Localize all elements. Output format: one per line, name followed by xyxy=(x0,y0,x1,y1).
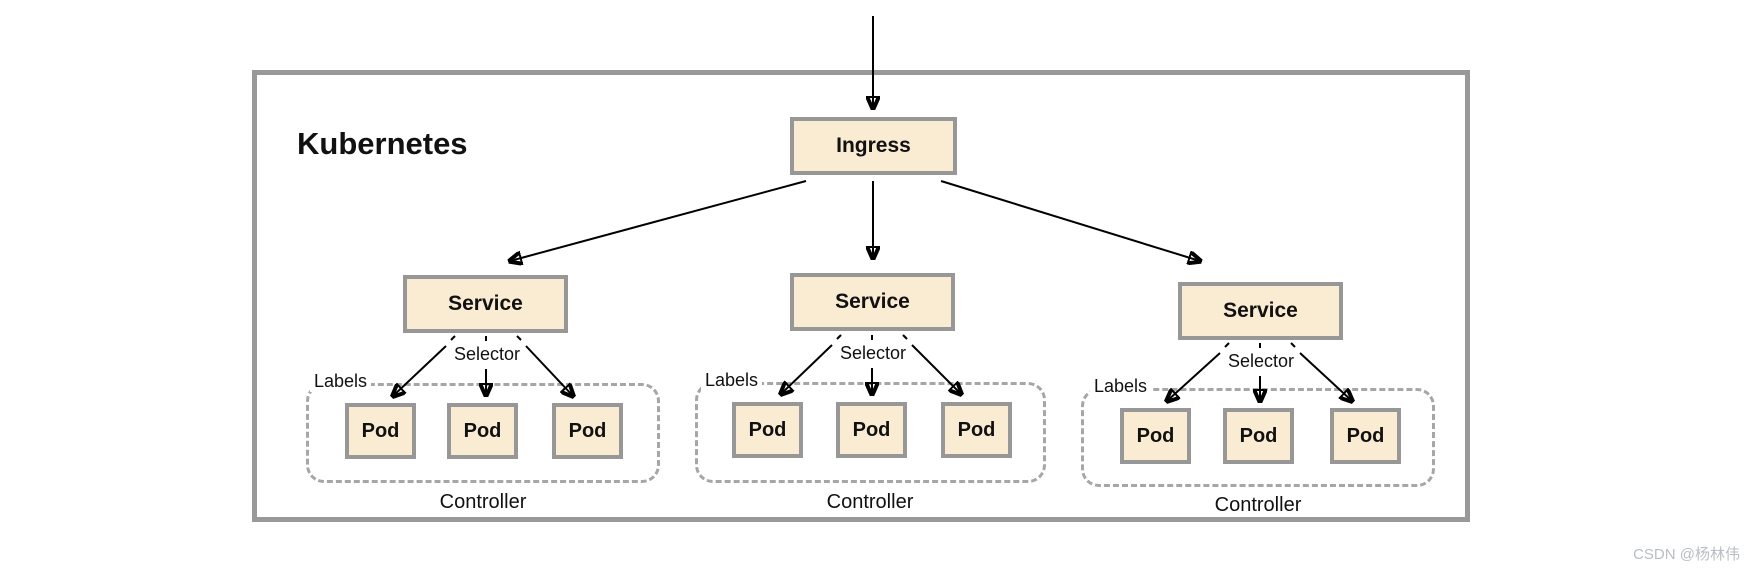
pod-label: Pod xyxy=(852,418,891,441)
service-label: Service xyxy=(448,292,523,315)
pod-node: Pod xyxy=(1223,408,1294,464)
pod-label: Pod xyxy=(1239,424,1278,447)
pod-label: Pod xyxy=(361,419,400,442)
service-node-2: Service xyxy=(790,273,955,331)
pod-node: Pod xyxy=(732,402,803,458)
ingress-node: Ingress xyxy=(790,117,957,175)
service-label: Service xyxy=(835,290,910,313)
selector-label-3: Selector xyxy=(1223,351,1299,372)
cluster-title: Kubernetes xyxy=(297,126,468,161)
selector-label-2: Selector xyxy=(835,343,911,364)
pod-label: Pod xyxy=(568,419,607,442)
pod-label: Pod xyxy=(1346,424,1385,447)
controller-caption-2: Controller xyxy=(826,491,914,513)
controller-caption-3: Controller xyxy=(1214,494,1302,516)
pod-node: Pod xyxy=(552,403,623,459)
controller-caption-1: Controller xyxy=(439,491,527,513)
ingress-label: Ingress xyxy=(836,134,911,157)
labels-label-3: Labels xyxy=(1090,376,1152,397)
labels-label-1: Labels xyxy=(310,371,372,392)
pod-label: Pod xyxy=(1136,424,1175,447)
pod-node: Pod xyxy=(345,403,416,459)
pod-label: Pod xyxy=(463,419,502,442)
selector-label-1: Selector xyxy=(449,344,525,365)
pod-node: Pod xyxy=(1330,408,1401,464)
csdn-watermark: CSDN @杨林伟 xyxy=(1633,546,1740,563)
service-node-1: Service xyxy=(403,275,568,333)
pod-label: Pod xyxy=(957,418,996,441)
pod-label: Pod xyxy=(748,418,787,441)
service-node-3: Service xyxy=(1178,282,1343,340)
pod-node: Pod xyxy=(836,402,907,458)
pod-node: Pod xyxy=(1120,408,1191,464)
pod-node: Pod xyxy=(941,402,1012,458)
labels-label-2: Labels xyxy=(701,370,763,391)
service-label: Service xyxy=(1223,299,1298,322)
pod-node: Pod xyxy=(447,403,518,459)
